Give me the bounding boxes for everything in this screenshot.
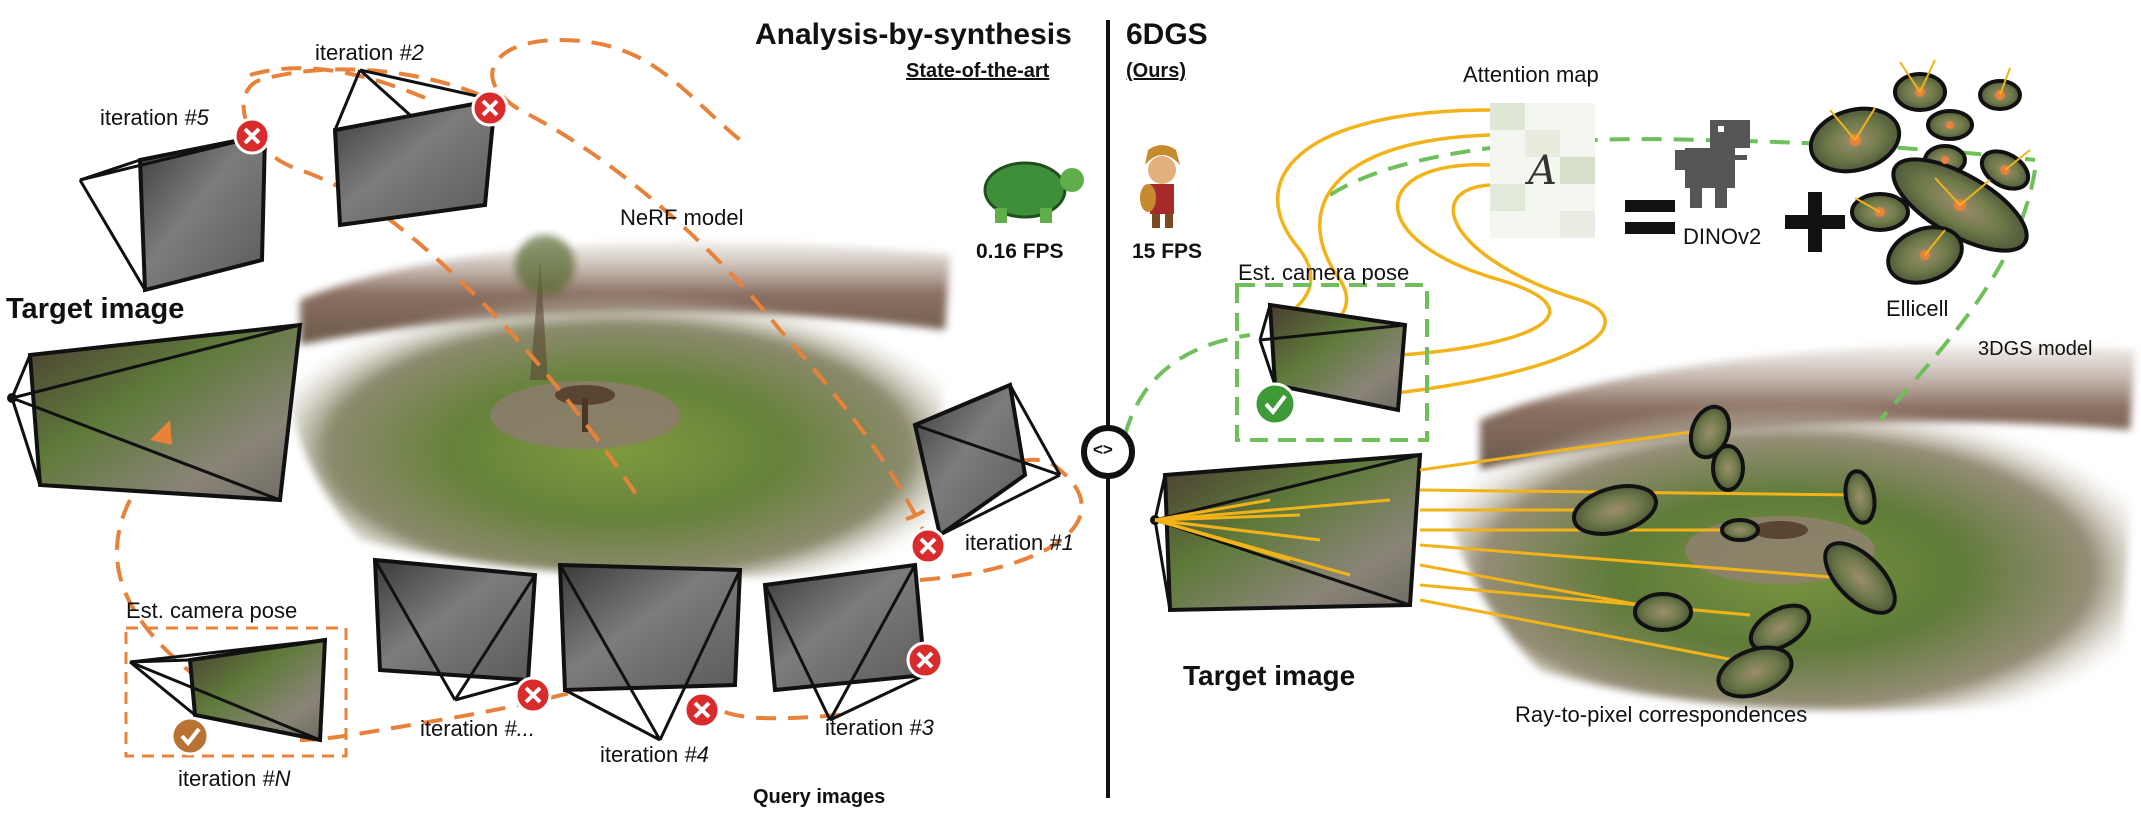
camera-iteration-5 <box>78 132 268 293</box>
ellicell-label: Ellicell <box>1886 296 1949 321</box>
right-target-label: Target image <box>1183 660 1356 691</box>
turtle-icon <box>983 161 1084 223</box>
camera-iteration-n <box>129 637 328 743</box>
nerf-model-label: NeRF model <box>620 205 744 230</box>
camera-iteration-2 <box>332 68 498 228</box>
correspondence-label: Ray-to-pixel correspondences <box>1515 702 1808 727</box>
target-camera-left <box>7 322 303 503</box>
left-speed: 0.16 FPS <box>976 240 1064 263</box>
attention-symbol: A <box>1528 148 1557 194</box>
iteration-5-label: iteration #5 <box>100 105 209 130</box>
plus-sign <box>1785 192 1845 252</box>
right-subtitle: (Ours) <box>1126 60 1186 82</box>
iteration-4-label: iteration #4 <box>600 742 709 767</box>
target-camera-right <box>1150 452 1423 613</box>
camera-iteration-4 <box>557 562 743 742</box>
left-estimate-label: Est. camera pose <box>126 598 298 623</box>
iteration-n-label: iteration #N <box>178 766 291 791</box>
iteration-1-label: iteration #1 <box>965 530 1074 555</box>
dinov2-label: DINOv2 <box>1683 224 1762 249</box>
estimated-camera-right <box>1258 302 1408 413</box>
equals-sign <box>1625 200 1675 234</box>
camera-iteration-dots <box>372 557 538 702</box>
ray-bundle <box>1154 428 1871 667</box>
estimate-box-right <box>1235 283 1429 442</box>
3dgs-model-label: 3DGS model <box>1978 338 2093 360</box>
right-speed: 15 FPS <box>1132 240 1203 263</box>
left-subtitle: State-of-the-art <box>906 60 1050 82</box>
attention-map-label: Attention map <box>1463 62 1599 87</box>
attention-map <box>1490 103 1595 238</box>
fail-markers <box>233 89 947 729</box>
dino-icon <box>1675 120 1750 208</box>
estimate-box-left <box>124 626 348 758</box>
iteration-3-label: iteration #3 <box>825 715 934 740</box>
left-target-label: Target image <box>6 293 185 325</box>
query-images-label: Query images <box>753 786 886 808</box>
ellicell-cluster <box>1808 72 2031 285</box>
compare-symbol: <> <box>1093 440 1113 459</box>
camera-iteration-3 <box>762 562 928 722</box>
gaussian-ellipsoids <box>1572 404 1897 699</box>
success-marker-right <box>1253 382 1297 426</box>
compare-circle <box>1081 425 1135 479</box>
iteration-dots-label: iteration #... <box>420 716 535 741</box>
nerf-scene <box>287 235 951 578</box>
gladiator-icon <box>1140 145 1180 228</box>
left-title: Analysis-by-synthesis <box>755 18 1072 51</box>
ellicell-rays <box>1829 59 2031 256</box>
success-marker-left <box>170 716 210 756</box>
right-title: 6DGS <box>1126 18 1208 51</box>
right-estimate-label: Est. camera pose <box>1238 260 1410 285</box>
camera-iteration-1 <box>912 382 1062 539</box>
iteration-2-label: iteration #2 <box>315 40 424 65</box>
